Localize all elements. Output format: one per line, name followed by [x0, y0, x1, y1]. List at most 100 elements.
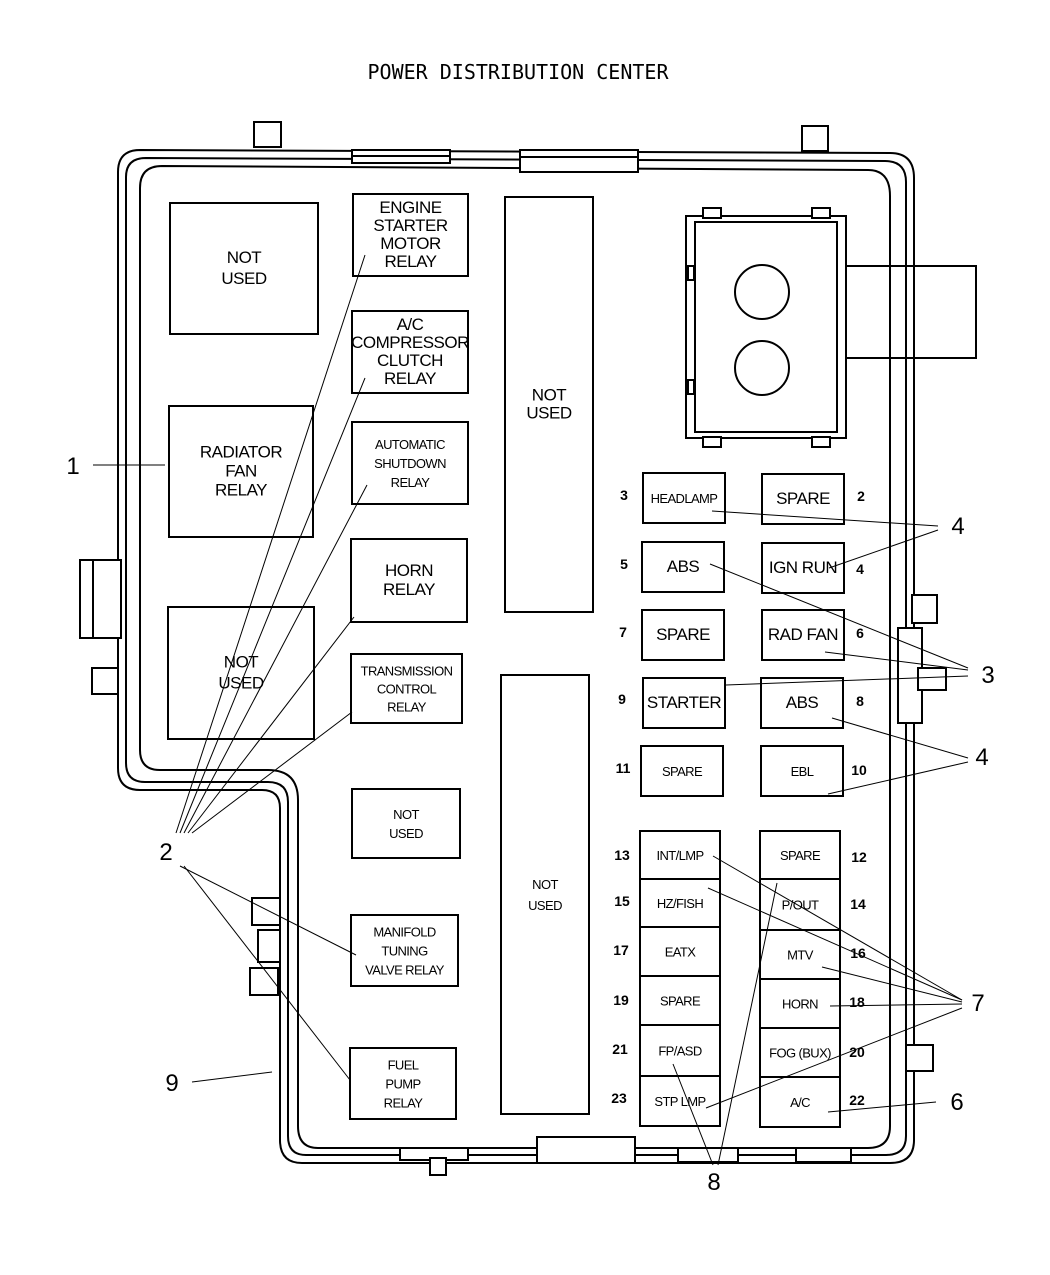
automatic-shutdown-relay-label-line: SHUTDOWN — [374, 456, 446, 471]
fuse-6-number: 6 — [856, 625, 864, 641]
not-used-mid-label-line: NOT — [393, 807, 419, 822]
leader-line — [187, 616, 355, 834]
leader-line — [672, 1063, 714, 1166]
leader-line — [717, 882, 778, 1166]
not-used-bl-box — [167, 606, 315, 740]
callout-c4b: 4 — [975, 744, 988, 771]
fuse-3-box — [642, 472, 726, 524]
fuse-22-box — [759, 1076, 841, 1128]
fuse-23-number: 23 — [611, 1090, 627, 1106]
ac-compressor-clutch-relay-box — [351, 310, 469, 394]
callout-c3: 3 — [981, 662, 994, 689]
manifold-tuning-valve-relay-label-line: TUNING — [381, 944, 428, 959]
leader-line — [824, 651, 969, 671]
fuse-12-label: SPARE — [780, 848, 821, 863]
fuse-2-number: 2 — [857, 488, 865, 504]
fuse-20-label: FOG (BUX) — [769, 1046, 831, 1061]
fuse-21-label: FP/ASD — [658, 1044, 702, 1059]
leader-line — [827, 761, 969, 795]
leader-line — [179, 865, 357, 956]
fuse-5-box — [641, 541, 725, 593]
not-used-tall-bottom-label-line: NOT — [532, 877, 558, 892]
connector-block — [685, 207, 977, 448]
not-used-mid-box — [351, 788, 461, 859]
fuse-13-number: 13 — [614, 847, 630, 863]
leader-line — [831, 717, 969, 759]
radiator-fan-relay-label-line: FAN — [225, 462, 257, 481]
fuel-pump-relay-box — [349, 1047, 457, 1120]
leader-line — [712, 855, 963, 1001]
fuse-17-label: EATX — [665, 945, 697, 960]
fuse-7-box — [641, 609, 725, 661]
leader-line — [705, 1007, 963, 1109]
automatic-shutdown-relay-label-line: RELAY — [391, 475, 431, 490]
fuse-19-number: 19 — [613, 992, 629, 1008]
fuse-11-box — [640, 745, 724, 797]
fuse-15-label: HZ/FISH — [657, 896, 704, 911]
fuse-23-box — [639, 1075, 721, 1127]
fuse-3-number: 3 — [620, 487, 628, 503]
fuse-19-label: SPARE — [660, 994, 701, 1009]
fuse-18-number: 18 — [849, 994, 865, 1010]
fuse-19-box — [639, 975, 721, 1026]
fuse-23-label: STP LMP — [654, 1094, 705, 1109]
fuse-16-number: 16 — [850, 945, 866, 961]
not-used-tl-box — [169, 202, 319, 335]
not-used-tall-top-box — [504, 196, 594, 613]
fuse-8-number: 8 — [856, 693, 864, 709]
leader-line — [191, 1071, 273, 1083]
transmission-control-relay-label-line: TRANSMISSION — [361, 664, 453, 679]
radiator-fan-relay-box — [168, 405, 314, 538]
fuse-18-label: HORN — [782, 997, 818, 1012]
not-used-tall-bottom-box — [500, 674, 590, 1115]
callout-c8: 8 — [707, 1169, 720, 1196]
leader-line — [175, 254, 366, 834]
callout-c7: 7 — [971, 990, 984, 1017]
fuse-5-label: ABS — [667, 557, 700, 576]
engine-starter-motor-relay-label-line: RELAY — [385, 252, 437, 271]
leader-line — [829, 1003, 963, 1007]
automatic-shutdown-relay-label-line: AUTOMATIC — [375, 437, 445, 452]
horn-relay-label-line: HORN — [385, 561, 433, 580]
callout-c2: 2 — [159, 839, 172, 866]
fuse-14-label: P/OUT — [782, 898, 819, 913]
transmission-control-relay-label-line: CONTROL — [377, 682, 437, 697]
housing-outline — [79, 121, 947, 1176]
fuse-6: RAD FAN 6 — [761, 609, 864, 661]
fuse-6-label: RAD FAN — [768, 625, 838, 644]
fuse-10-box — [760, 745, 844, 797]
ac-compressor-clutch-relay-label-line: COMPRESSOR — [351, 333, 469, 352]
radiator-fan-relay-label-line: RADIATOR — [200, 443, 282, 462]
leader-line — [821, 966, 963, 1003]
leader-line — [179, 377, 366, 834]
leader-lines — [93, 254, 969, 1166]
stud-terminal-lower — [734, 340, 790, 396]
ac-compressor-clutch-relay-label-line: RELAY — [384, 369, 436, 388]
fuel-pump-relay-label-line: RELAY — [384, 1096, 424, 1111]
stud-terminal-upper — [734, 264, 790, 320]
not-used-mid-label-line: USED — [389, 826, 423, 841]
fuel-pump-relay-label-line: FUEL — [388, 1058, 419, 1073]
automatic-shutdown-relay-box — [351, 421, 469, 505]
manifold-tuning-valve-relay-box — [350, 914, 459, 987]
manifold-tuning-valve-relay-label-line: MANIFOLD — [373, 925, 436, 940]
fuse-11-label: SPARE — [662, 764, 703, 779]
diagram-title: POWER DISTRIBUTION CENTER — [367, 60, 669, 84]
fuse-19: SPARE 19 — [613, 975, 721, 1026]
leader-line — [725, 675, 969, 686]
fuse-18: HORN 18 — [759, 978, 865, 1029]
